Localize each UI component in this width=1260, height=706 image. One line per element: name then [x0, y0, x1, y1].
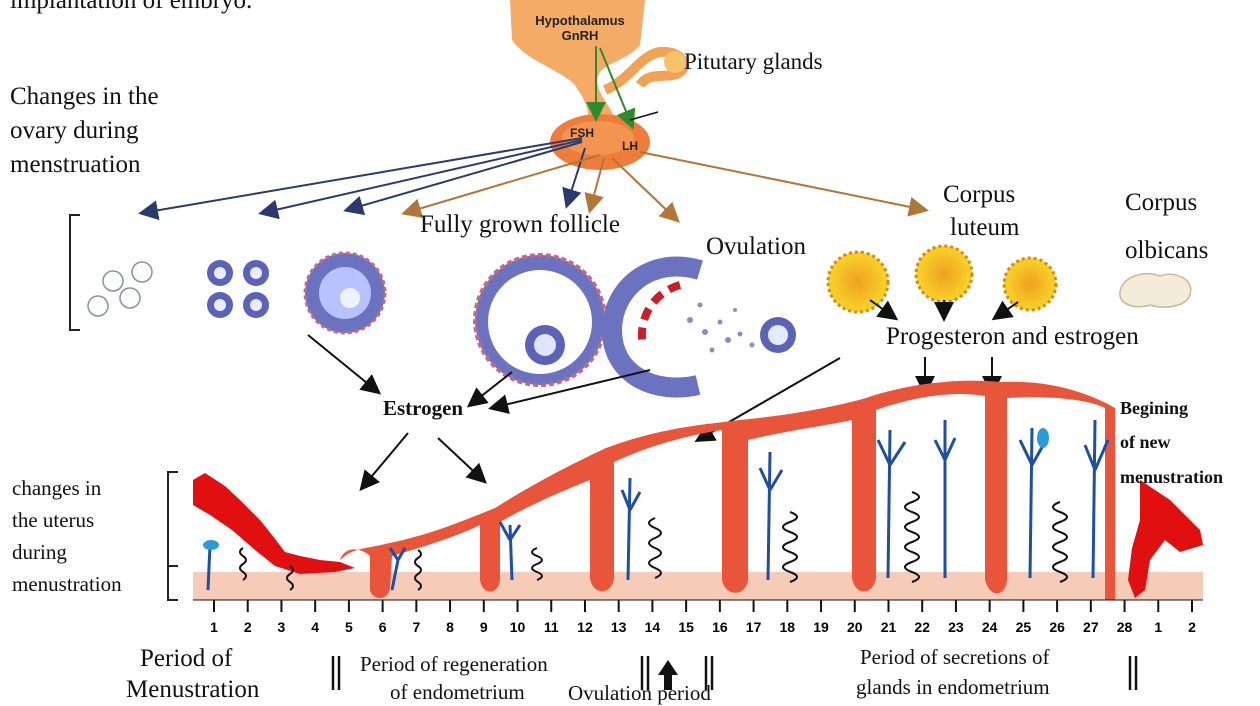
day-label: 22 [914, 619, 930, 635]
ovulation-label: Ovulation [706, 232, 806, 262]
day-label: 17 [746, 619, 762, 635]
header-fragment: implantation of embryo. [10, 0, 252, 16]
corpus-albicans-label-1: Corpus [1125, 188, 1197, 218]
day-label: 4 [311, 619, 319, 635]
day-label: 15 [678, 619, 694, 635]
day-label: 24 [982, 619, 998, 635]
day-label: 25 [1016, 619, 1032, 635]
day-label: 5 [345, 619, 353, 635]
day-label: 2 [1188, 619, 1196, 635]
period-secretion-label-2: glands in endometrium [856, 675, 1050, 700]
period-menstruation-label-1: Period of [140, 644, 232, 674]
estrogen-label: Estrogen [383, 396, 463, 421]
day-label: 18 [780, 619, 796, 635]
day-label: 16 [712, 619, 728, 635]
day-label: 2 [244, 619, 252, 635]
day-label: 28 [1117, 619, 1133, 635]
ovary-changes-label-1: Changes in the [10, 82, 159, 112]
new-menstruation-label-2: of new [1120, 432, 1171, 454]
ovary-changes-label-2: ovary during [10, 116, 138, 146]
day-label: 27 [1083, 619, 1099, 635]
day-label: 13 [611, 619, 627, 635]
ovary-changes-label-3: menstruation [10, 150, 141, 180]
progesterone-label: Progesteron and estrogen [886, 322, 1139, 352]
day-label: 6 [379, 619, 387, 635]
endometrium-graphic [193, 381, 1203, 600]
corpus-luteum-label-1: Corpus [943, 180, 1015, 210]
day-label: 1 [1154, 619, 1162, 635]
lh-text: LH [622, 139, 638, 153]
uterus-changes-label-2: the uterus [12, 508, 94, 533]
day-label: 26 [1049, 619, 1065, 635]
pituitary-label: Pitutary glands [684, 48, 823, 76]
corpus-luteum-graphics [828, 246, 1056, 312]
day-label: 3 [278, 619, 286, 635]
corpus-albicans-label-2: olbicans [1125, 236, 1208, 266]
gnrh-text: GnRH [562, 28, 599, 43]
day-label: 8 [446, 619, 454, 635]
day-label: 23 [948, 619, 964, 635]
luteum-arrows [870, 300, 1018, 318]
new-menstruation-label-1: Begining [1120, 398, 1188, 420]
new-menstruation-label-3: menustration [1120, 467, 1223, 489]
day-label: 11 [544, 619, 559, 635]
day-label: 10 [510, 619, 526, 635]
corpus-luteum-label-2: luteum [950, 213, 1019, 243]
primordial-follicles [88, 262, 152, 316]
hypothalamus-text: Hypothalamus [535, 13, 625, 28]
primary-follicles [207, 260, 269, 318]
day-label: 19 [813, 619, 829, 635]
period-menstruation-label-2: Menustration [126, 675, 259, 705]
period-secretion-label-1: Period of secretions of [860, 645, 1050, 670]
follicle-label: Fully grown follicle [420, 210, 620, 240]
secondary-follicle [305, 253, 385, 333]
day-label: 1 [210, 619, 218, 635]
day-label: 14 [645, 619, 661, 635]
day-label: 21 [881, 619, 897, 635]
day-label: 9 [480, 619, 488, 635]
uterus-changes-label-4: menustration [12, 572, 122, 597]
corpus-albicans-graphic [1120, 274, 1191, 307]
pituitary-gland-graphic: Hypothalamus GnRH FSH LH [510, 0, 686, 170]
uterus-changes-label-3: during [12, 540, 67, 565]
ovary-bracket [70, 215, 80, 330]
graafian-follicle [475, 255, 605, 385]
fsh-text: FSH [570, 126, 594, 140]
uterus-bracket [168, 472, 178, 600]
ovulating-follicle [612, 266, 796, 387]
fsh-arrows [142, 138, 585, 213]
period-regeneration-label-2: of endometrium [390, 680, 525, 705]
day-label: 20 [847, 619, 863, 635]
day-label: 7 [412, 619, 420, 635]
uterus-changes-label-1: changes in [12, 476, 101, 501]
day-label: 12 [577, 619, 593, 635]
ovulation-period-label: Ovulation period [568, 681, 711, 706]
period-regeneration-label-1: Period of regeneration [360, 652, 548, 677]
